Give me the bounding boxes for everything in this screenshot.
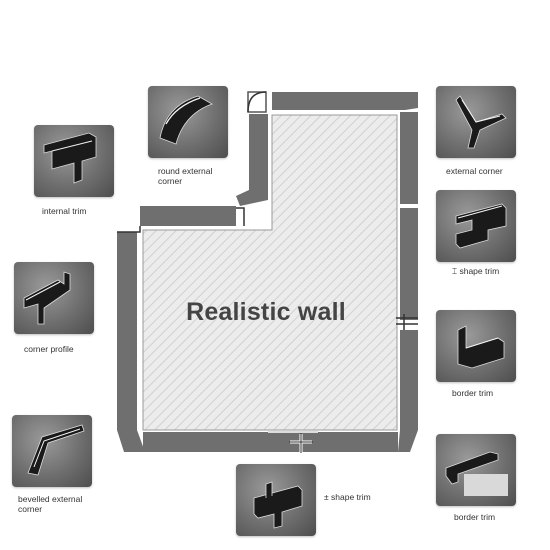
right-wall-lower [400,330,418,430]
inner-left-wall [249,114,268,190]
round-external-corner-label: round external corner [158,166,213,186]
corner-profile-label: corner profile [24,344,74,354]
external-corner-image [436,86,516,158]
right-wall-upper [400,112,418,204]
top-wall [272,92,418,110]
round-corner-marker [247,91,267,113]
right-wall-middle [400,208,418,320]
border-trim-2-label: border trim [454,512,496,522]
border-trim-2-image [436,434,516,506]
wall-interior [143,115,397,430]
internal-trim-image [34,125,114,197]
left-wall [117,232,137,430]
border-trim-1-label: border trim [452,388,494,398]
middle-wall [140,206,236,226]
round-external-corner-image [148,86,228,158]
i-shape-trim-image [436,190,516,262]
corner-profile-image [14,262,94,334]
plus-shape-trim-label: ± shape trim [324,492,371,502]
plus-shape-trim-image [236,464,316,536]
external-corner-label: external corner [446,166,503,176]
border-trim-1-image [436,310,516,382]
bottom-wall [143,432,398,452]
internal-trim-label: internal trim [42,206,87,216]
bevelled-external-corner-image [12,415,92,487]
i-shape-trim-label: ⌶ shape trim [452,266,500,276]
wall-title: Realistic wall [186,298,346,326]
bevelled-external-corner-label: bevelled external corner [18,494,83,514]
